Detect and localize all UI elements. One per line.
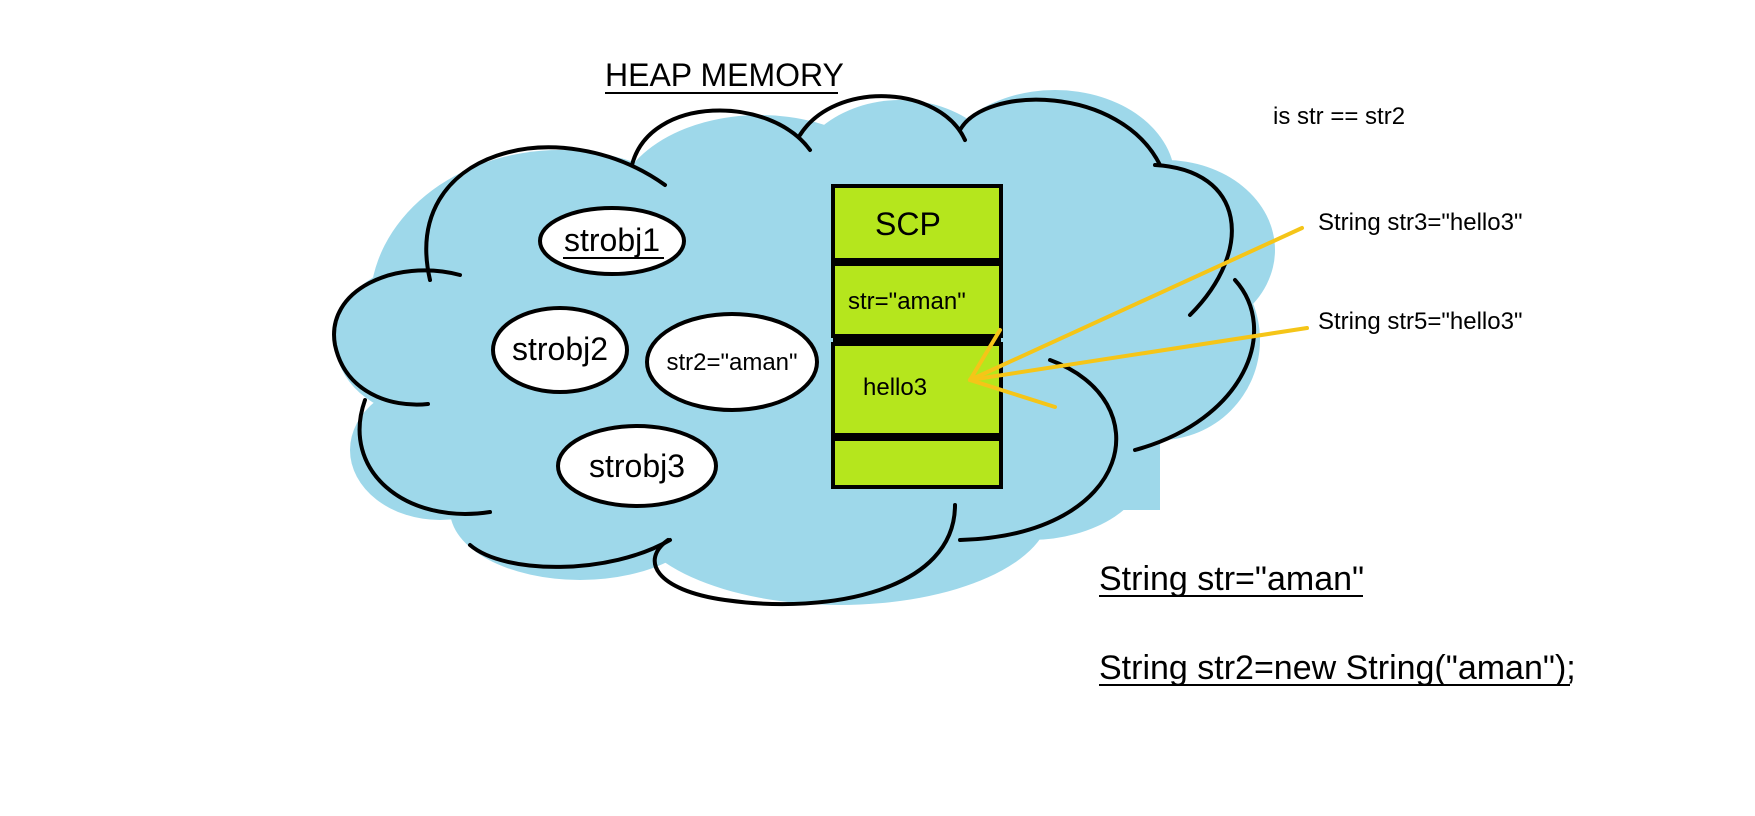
heap-object-strobj1: strobj1 [538,206,686,276]
heap-object-str2: str2="aman" [645,312,819,412]
scp-entry-cell [831,262,1003,338]
scp-entry-cell [831,437,1003,489]
code-line-1: String str="aman" [1099,560,1364,598]
arrowhead-stroke [968,328,1002,382]
arrow-str3-to-hello3 [968,226,1304,382]
string-constant-pool: SCP str="aman" hello3 [831,184,1003,489]
heap-object-strobj2: strobj2 [491,306,629,394]
reference-str5: String str5="hello3" [1318,308,1522,335]
heap-object-label: strobj1 [564,222,660,258]
heap-object-label: str2="aman" [666,349,797,376]
code-line-2: String str2=new String("aman"); [1099,649,1576,687]
heap-object-label: strobj2 [512,331,608,367]
diagram-title: HEAP MEMORY [605,57,844,93]
arrowhead-stroke [968,378,1057,409]
reference-str3: String str3="hello3" [1318,209,1522,236]
reference-arrows [968,226,1309,409]
scp-entry-label: hello3 [863,374,927,401]
scp-entry-label: str="aman" [848,288,966,315]
heap-object-label: strobj3 [589,448,685,484]
scp-label: SCP [875,206,941,242]
arrow-str5-to-hello3 [968,326,1309,382]
heap-object-strobj3: strobj3 [556,424,718,508]
comparison-question: is str == str2 [1273,103,1405,130]
scp-entry-cell [831,342,1003,437]
